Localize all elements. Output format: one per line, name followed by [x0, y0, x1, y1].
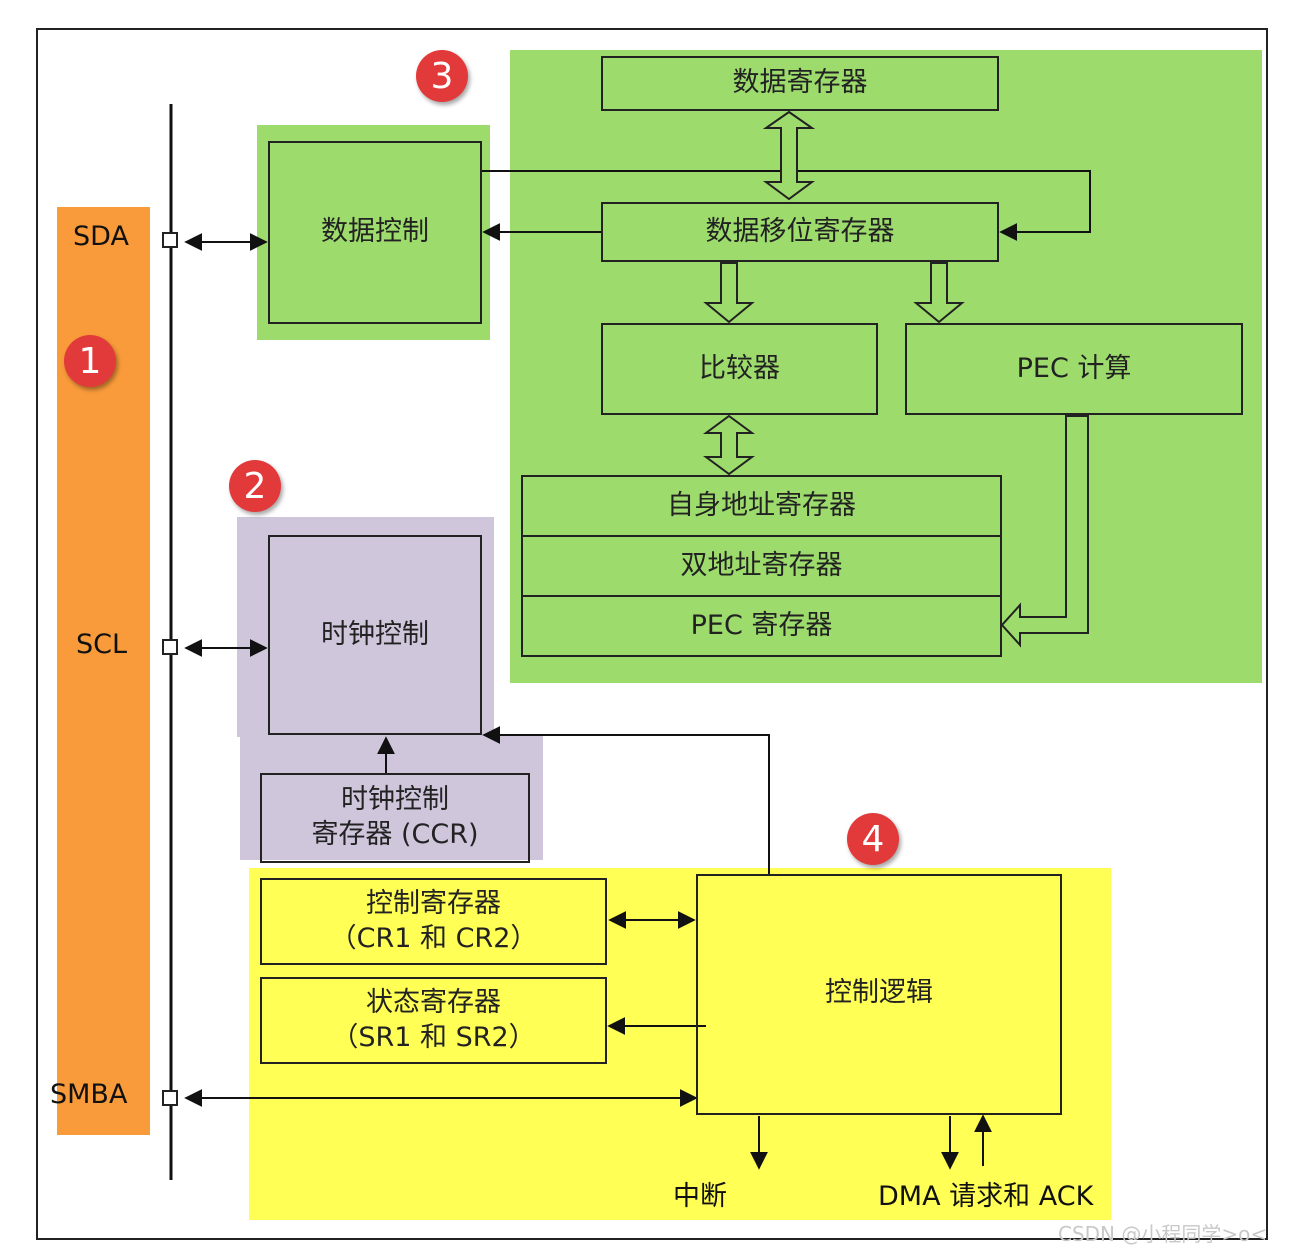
own-address-register-label: 自身地址寄存器 [667, 489, 856, 521]
datareg-shift-hollow-arrow [762, 110, 816, 201]
smba-pin [162, 1090, 178, 1106]
pec-calc-block: PEC 计算 [905, 323, 1243, 415]
data-control-label: 数据控制 [321, 216, 429, 248]
ccr-block: 时钟控制 寄存器 (CCR) [260, 773, 530, 863]
control-register-block: 控制寄存器 （CR1 和 CR2） [260, 878, 607, 965]
smba-label: SMBA [50, 1079, 128, 1110]
clock-control-label: 时钟控制 [321, 618, 429, 650]
status-register-label-line1: 状态寄存器 [366, 986, 501, 1018]
interrupt-label: 中断 [673, 1181, 727, 1212]
region-3-data-green-small [257, 125, 490, 340]
pec-calc-to-register-hollow-arrow [1000, 415, 1089, 648]
comparator-block: 比较器 [601, 323, 878, 415]
badge-4: 4 [847, 813, 899, 865]
dual-address-register-label: 双地址寄存器 [680, 549, 843, 581]
badge-1: 1 [64, 335, 116, 387]
shift-to-comparator-hollow-arrow [703, 262, 755, 324]
data-shift-register-label: 数据移位寄存器 [705, 215, 895, 247]
region-2-clock-purple-top [237, 517, 494, 737]
data-control-block: 数据控制 [268, 141, 482, 324]
pec-calc-label: PEC 计算 [1016, 352, 1132, 384]
comparator-address-hollow-arrow [702, 414, 756, 476]
dual-address-register-block: 双地址寄存器 [521, 535, 1002, 597]
data-register-label: 数据寄存器 [732, 67, 868, 99]
watermark: CSDN @小程同学>o< [1058, 1222, 1268, 1246]
region-3-data-green-main [510, 50, 1262, 683]
pec-register-label: PEC 寄存器 [690, 609, 833, 641]
clock-control-block: 时钟控制 [268, 535, 482, 735]
region-2-clock-purple-bottom [240, 735, 543, 860]
comparator-label: 比较器 [699, 352, 780, 384]
diagram-frame [36, 28, 1268, 1240]
control-register-label-line1: 控制寄存器 [366, 887, 501, 919]
badge-3: 3 [416, 50, 468, 102]
shift-to-pec-hollow-arrow [913, 262, 965, 324]
status-register-block: 状态寄存器 （SR1 和 SR2） [260, 977, 607, 1064]
status-register-label-line2: （SR1 和 SR2） [331, 1021, 536, 1053]
badge-2: 2 [229, 460, 281, 512]
control-logic-label: 控制逻辑 [825, 977, 933, 1008]
control-register-label-line2: （CR1 和 CR2） [329, 922, 538, 954]
ccr-label-line1: 时钟控制 [341, 784, 449, 816]
data-shift-register-block: 数据移位寄存器 [601, 202, 999, 262]
pec-register-block: PEC 寄存器 [521, 595, 1002, 657]
sda-label: SDA [73, 221, 129, 252]
dma-label: DMA 请求和 ACK [878, 1181, 1094, 1212]
scl-pin [162, 639, 178, 655]
ccr-label-line2: 寄存器 (CCR) [311, 819, 479, 850]
logic-to-clock-line [482, 726, 770, 874]
data-register-block: 数据寄存器 [601, 56, 999, 111]
sda-pin [162, 232, 178, 248]
own-address-register-block: 自身地址寄存器 [521, 475, 1002, 537]
scl-label: SCL [76, 629, 128, 660]
control-logic-block: 控制逻辑 [696, 874, 1062, 1115]
